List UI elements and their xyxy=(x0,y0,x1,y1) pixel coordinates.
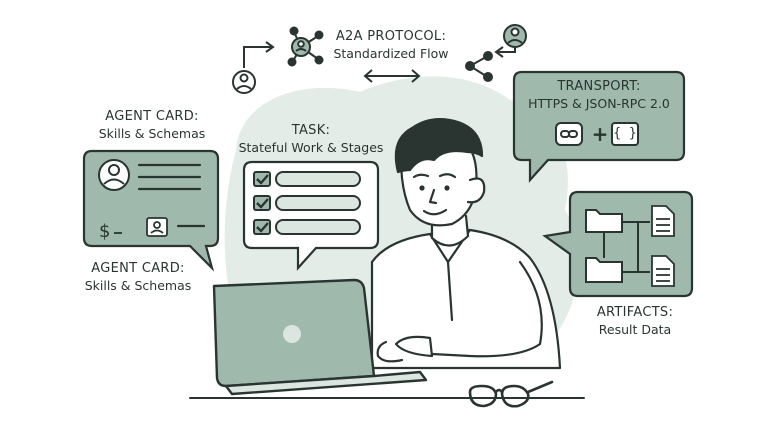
person-illustration xyxy=(370,117,562,370)
transport-bubble xyxy=(512,70,686,183)
agent-card-top-label: AGENT CARD: Skills & Schemas xyxy=(82,108,222,142)
braces-box-icon xyxy=(611,122,639,146)
folder-1-icon xyxy=(585,209,623,233)
task-bar-1 xyxy=(275,171,361,187)
bidirectional-arrow-icon xyxy=(363,69,421,83)
task-bubble xyxy=(242,160,380,271)
task-bar-2 xyxy=(275,195,361,211)
agent-card-bottom-title: AGENT CARD: xyxy=(91,261,185,276)
hair xyxy=(394,117,484,174)
folder-2-icon xyxy=(585,257,623,283)
task-title: TASK: xyxy=(291,123,331,138)
document-1-icon xyxy=(651,205,675,237)
a2a-title: A2A PROTOCOL: xyxy=(335,29,447,44)
laptop xyxy=(212,278,428,396)
transport-label: TRANSPORT: HTTPS & JSON-RPC 2.0 xyxy=(514,78,684,112)
agent-card-bottom-subtitle: Skills & Schemas xyxy=(84,278,192,293)
a2a-subtitle: Standardized Flow xyxy=(333,46,449,61)
svg-text:$: $ xyxy=(99,221,110,242)
artifacts-bubble xyxy=(542,190,694,298)
id-badge-icon xyxy=(146,217,168,237)
transport-braces: { } xyxy=(613,126,637,141)
checkbox-2-icon xyxy=(253,195,271,211)
hand-left xyxy=(376,340,404,363)
task-label: TASK: Stateful Work & Stages xyxy=(236,122,386,156)
agent-card-bubble: $ xyxy=(82,149,220,272)
profile-avatar-icon xyxy=(98,159,130,191)
link-chain-icon xyxy=(555,122,583,146)
card-text-lines-icon xyxy=(137,163,202,191)
a2a-network-right xyxy=(465,24,527,82)
artifacts-title: ARTIFACTS: xyxy=(596,305,674,320)
checkbox-1-icon xyxy=(253,171,271,187)
agent-card-top-title: AGENT CARD: xyxy=(105,109,199,124)
checkbox-3-icon xyxy=(253,219,271,235)
laptop-logo-icon xyxy=(283,325,301,343)
glasses-icon xyxy=(468,380,554,408)
artifacts-subtitle: Result Data xyxy=(598,322,672,337)
artifacts-label: ARTIFACTS: Result Data xyxy=(580,304,690,338)
task-subtitle: Stateful Work & Stages xyxy=(238,140,384,155)
a2a-protocol-label: A2A PROTOCOL: Standardized Flow xyxy=(326,28,456,62)
hand-right xyxy=(394,335,434,358)
agent-card-bottom-label: AGENT CARD: Skills & Schemas xyxy=(68,260,208,294)
dollar-document-icon: $ xyxy=(99,221,122,242)
transport-subtitle: HTTPS & JSON-RPC 2.0 xyxy=(528,96,670,111)
a2a-network-left xyxy=(232,26,324,94)
transport-title: TRANSPORT: xyxy=(557,79,641,94)
transport-plus: + xyxy=(591,122,609,146)
agent-card-top-subtitle: Skills & Schemas xyxy=(98,126,206,141)
document-2-icon xyxy=(651,255,675,287)
task-bar-3 xyxy=(275,219,361,235)
